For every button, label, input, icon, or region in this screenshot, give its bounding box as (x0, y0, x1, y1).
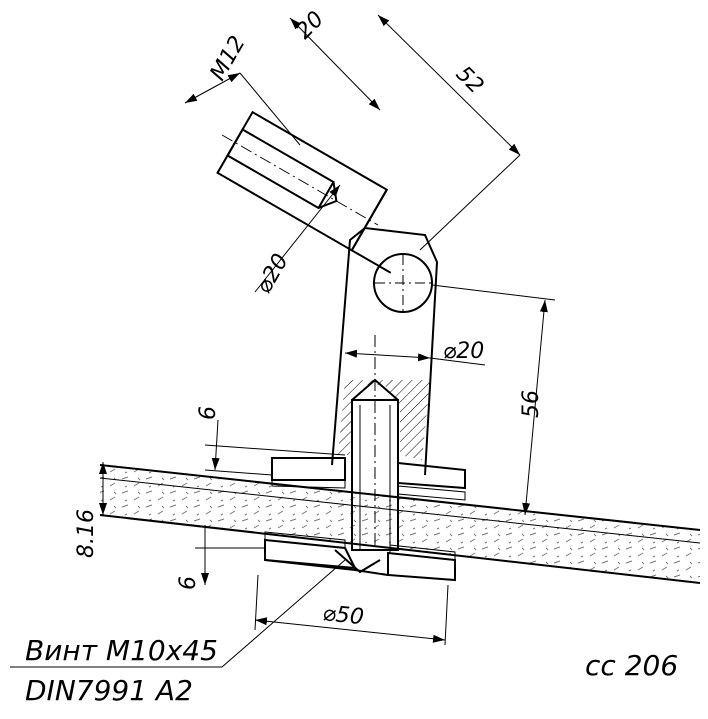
dim-post-height: 56 (519, 390, 544, 418)
dim-lower-gasket: 6 (176, 576, 201, 590)
lower-disk (264, 531, 456, 582)
dim-disk-diameter: ⌀50 (321, 601, 365, 630)
dim-thread-depth: 20 (292, 7, 329, 44)
dim-upper-gasket: 6 (196, 406, 221, 420)
dim-post-diameter: ⌀20 (443, 339, 484, 364)
angled-tube (216, 110, 392, 274)
glass-panel (99, 464, 701, 584)
drawing-code: cc 206 (585, 649, 678, 682)
callout-line-1: Винт M10x45 (25, 634, 218, 667)
dimension-lines (10, 14, 556, 668)
dim-glass-thickness: 8.16 (74, 509, 99, 558)
callout-line-2: DIN7991 A2 (25, 674, 193, 707)
dim-tube-length: 52 (451, 62, 488, 99)
post (331, 226, 439, 555)
dim-tube-diameter: ⌀20 (252, 250, 294, 298)
